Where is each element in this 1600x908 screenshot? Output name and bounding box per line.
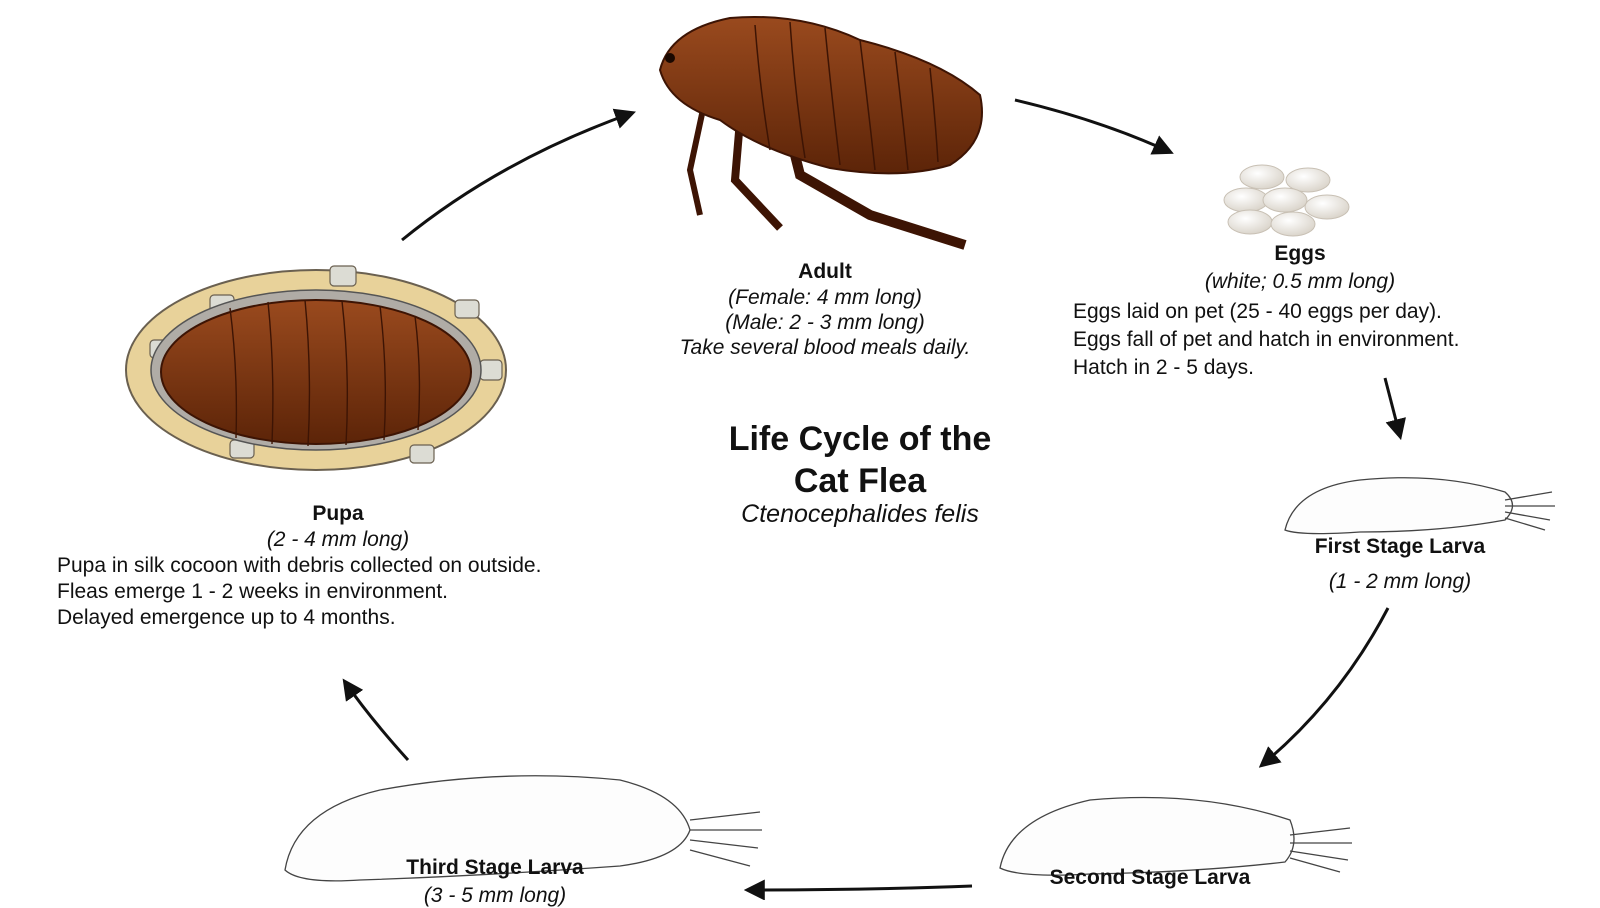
adult-note: (Female: 4 mm long) <box>728 286 922 309</box>
diagram-title: Life Cycle of the Cat Flea <box>640 418 1080 502</box>
third-stage-larva-illustration <box>284 775 762 882</box>
pupa-size: (2 - 4 mm long) <box>266 528 410 551</box>
eggs-size: (white; 0.5 mm long) <box>1204 270 1396 293</box>
first-stage-larva-size: (1 - 2 mm long) <box>1328 570 1472 593</box>
pupa-note: Delayed emergence up to 4 months. <box>57 606 396 629</box>
second-stage-larva-illustration <box>999 796 1352 876</box>
eggs-note: Hatch in 2 - 5 days. <box>1073 356 1254 379</box>
eggs-label: Eggs <box>1274 242 1326 265</box>
arrow-third-larva-to-pupa <box>342 678 410 762</box>
first-stage-larva-illustration <box>1284 477 1555 535</box>
adult-notes: (Female: 4 mm long) (Male: 2 - 3 mm long… <box>620 285 1030 360</box>
pupa-notes: Pupa in silk cocoon with debris collecte… <box>57 553 541 631</box>
pupa-note: Pupa in silk cocoon with debris collecte… <box>57 554 542 577</box>
adult-note: Take several blood meals daily. <box>679 336 971 359</box>
arrow-adult-to-eggs <box>1014 98 1174 155</box>
eggs-illustration <box>1223 164 1350 237</box>
arrow-eggs-to-first-larva <box>1383 377 1406 441</box>
adult-label: Adult <box>798 260 852 283</box>
title-line-1: Life Cycle of the <box>728 420 992 458</box>
eggs-note: Eggs laid on pet (25 - 40 eggs per day). <box>1073 300 1442 323</box>
third-stage-larva-label: Third Stage Larva <box>406 856 584 879</box>
first-stage-larva-label: First Stage Larva <box>1314 535 1486 558</box>
pupa-label: Pupa <box>312 502 364 525</box>
eggs-note: Eggs fall of pet and hatch in environmen… <box>1073 328 1460 351</box>
second-stage-larva-label: Second Stage Larva <box>1049 866 1251 889</box>
arrow-second-to-third-larva <box>743 879 973 900</box>
title-line-2: Cat Flea <box>793 462 927 500</box>
third-stage-larva-size: (3 - 5 mm long) <box>423 884 567 907</box>
pupa-cocoon-illustration <box>125 265 507 471</box>
adult-flea-illustration <box>658 15 983 250</box>
arrow-first-to-second-larva <box>1258 607 1390 768</box>
eggs-notes: Eggs laid on pet (25 - 40 eggs per day).… <box>1073 298 1459 382</box>
scientific-name: Ctenocephalides felis <box>741 500 979 528</box>
adult-note: (Male: 2 - 3 mm long) <box>725 311 925 334</box>
pupa-note: Fleas emerge 1 - 2 weeks in environment. <box>57 580 449 603</box>
arrow-pupa-to-adult <box>401 108 636 242</box>
